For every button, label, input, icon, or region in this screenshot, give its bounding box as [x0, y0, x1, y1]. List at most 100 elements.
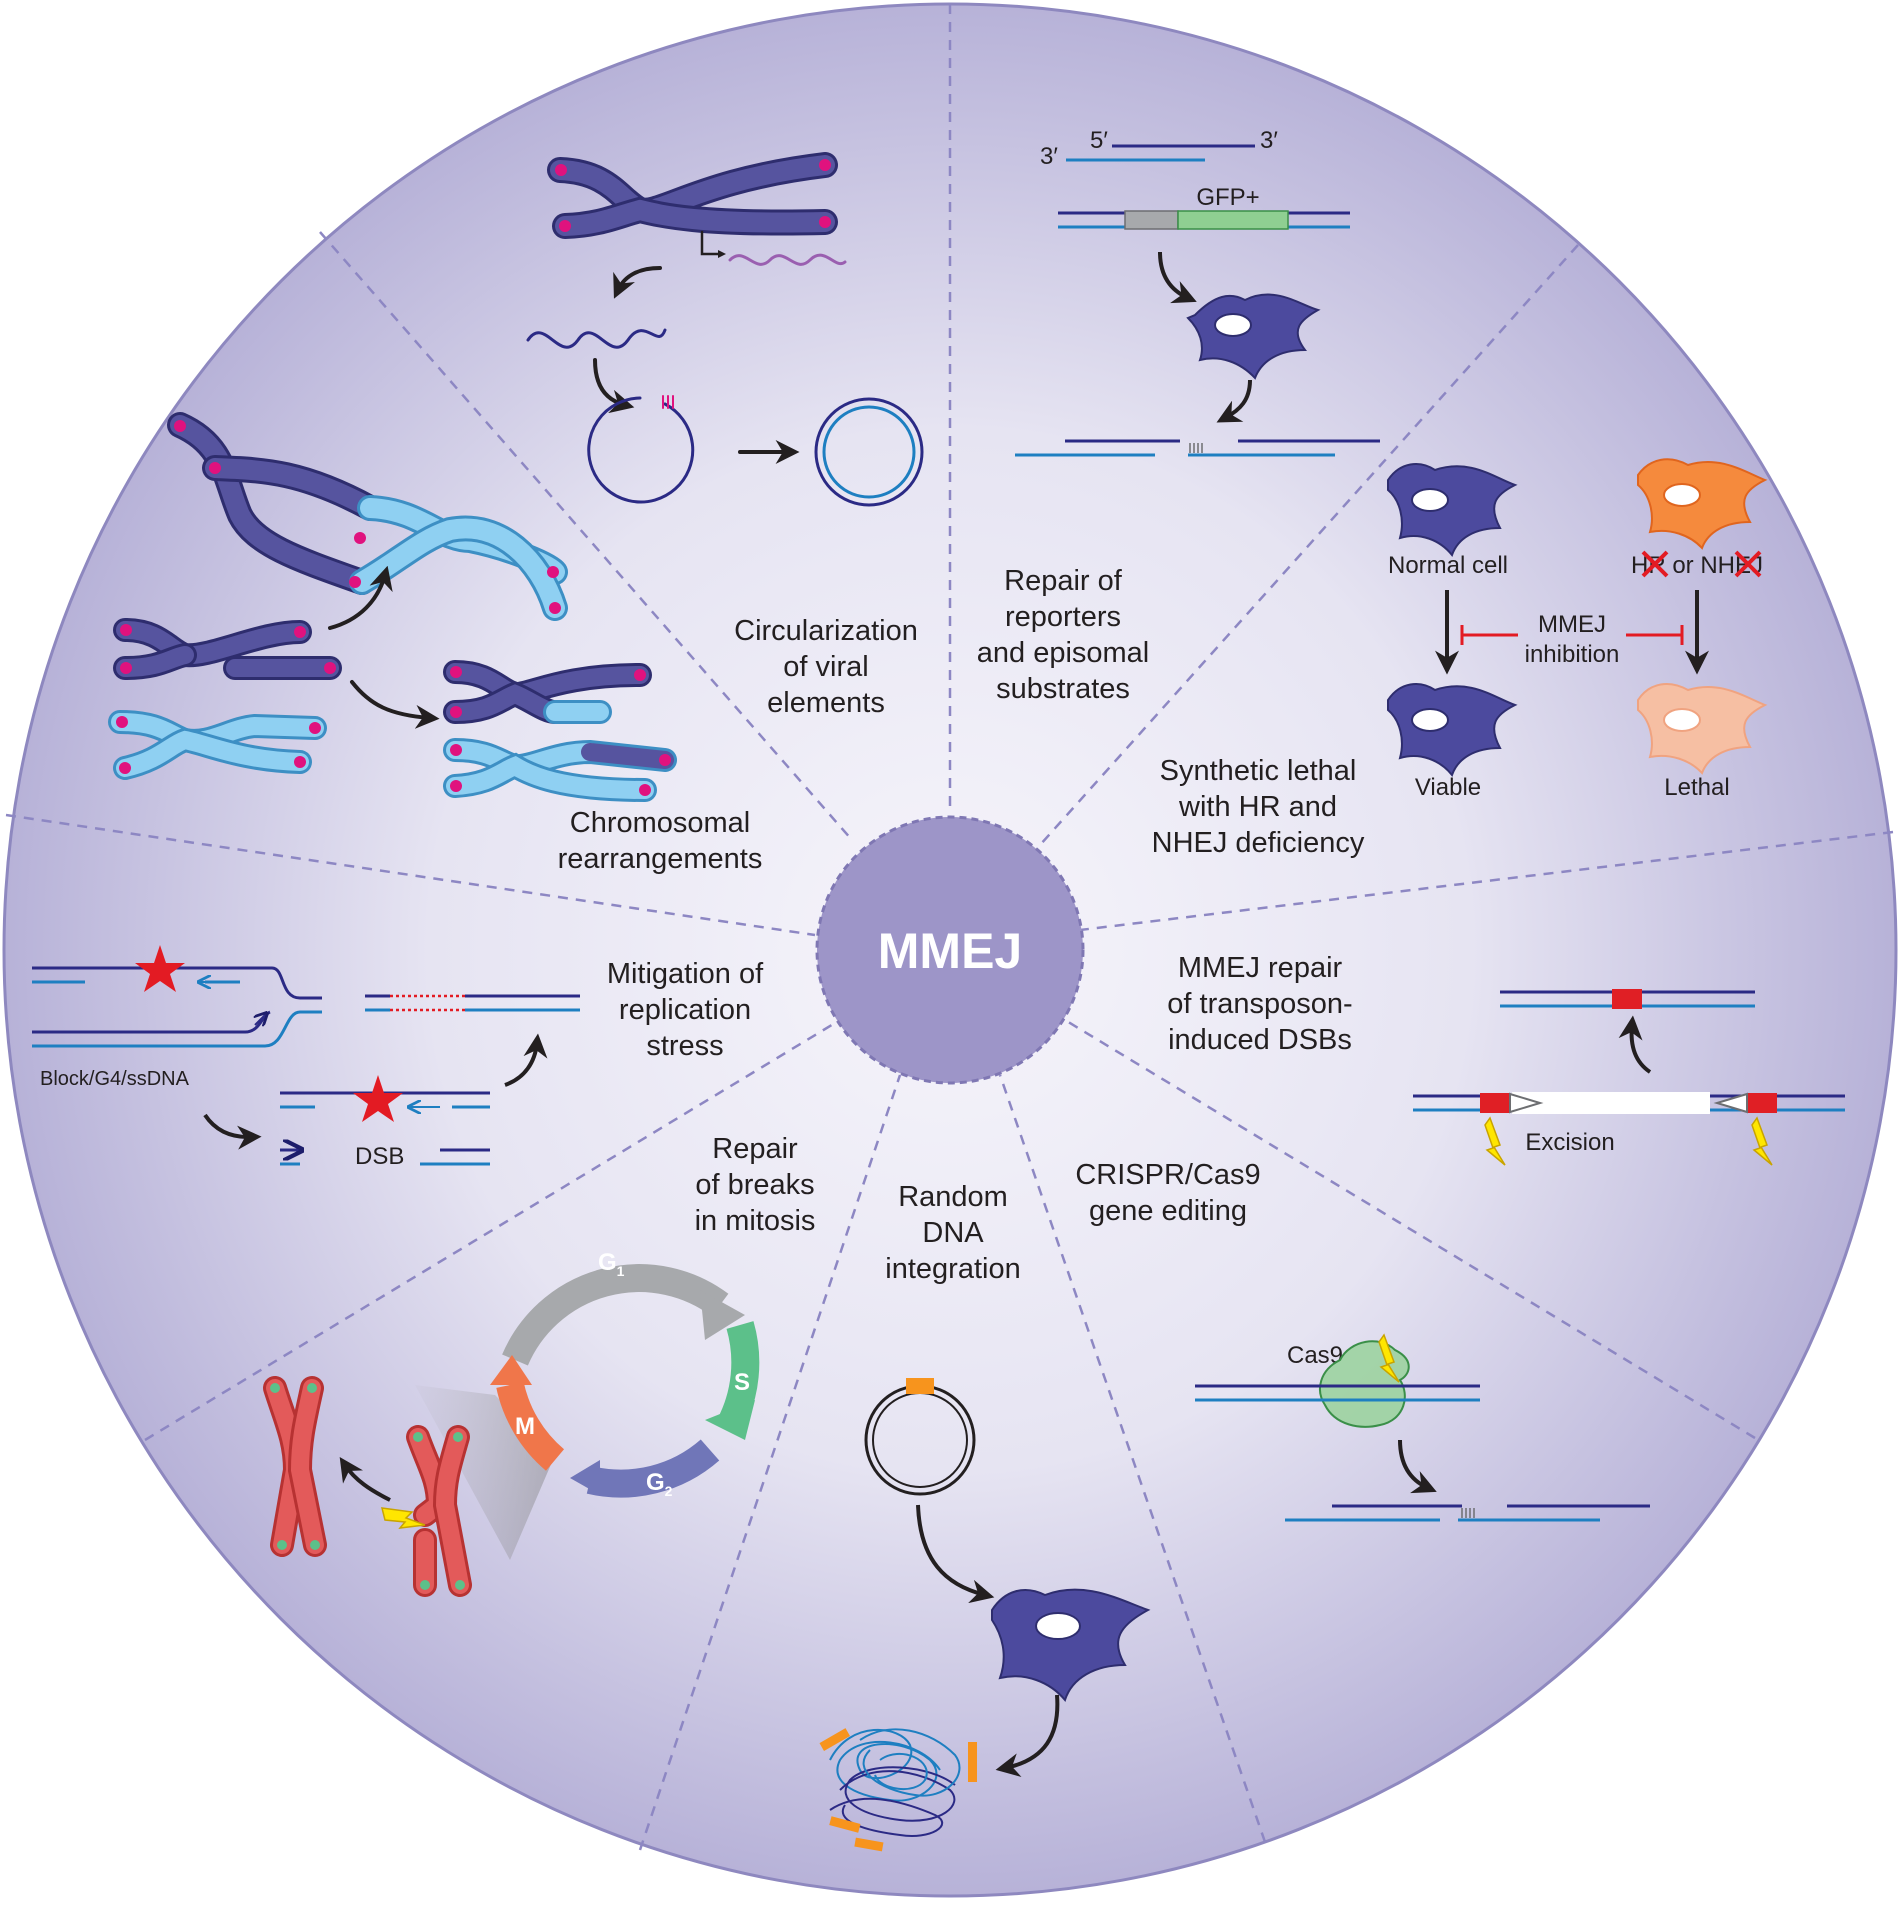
open-circle [587, 396, 695, 504]
svg-text:CRISPR/Cas9: CRISPR/Cas9 [1075, 1159, 1260, 1191]
transposon-illustration: Excision [1413, 989, 1845, 1166]
replication-stress-illustration: Block/G4/ssDNA DSB [32, 945, 580, 1170]
hr-nhej-label: HR or NHEJ [1631, 552, 1763, 579]
deficient-cell [1637, 458, 1768, 550]
divider-upper-left [319, 231, 853, 841]
svg-text:rearrangements: rearrangements [558, 843, 763, 875]
arrow-up-right [328, 565, 393, 630]
svg-text:Excision: Excision [1525, 1129, 1614, 1156]
svg-text:replication: replication [619, 994, 751, 1026]
svg-text:in mitosis: in mitosis [695, 1205, 816, 1237]
excised-gap [1512, 1092, 1710, 1114]
svg-text:NHEJ deficiency: NHEJ deficiency [1152, 827, 1365, 859]
svg-text:of transposon-: of transposon- [1167, 988, 1352, 1020]
divider-lower-left [144, 1018, 841, 1442]
svg-text:MMEJ repair: MMEJ repair [1178, 952, 1343, 984]
mitosis-illustration: G1 S G2 M [263, 1249, 760, 1597]
lethal-cell [1637, 683, 1768, 775]
hub-circle [815, 815, 1085, 1085]
sector-label-mitosis: Repair of breaks in mitosis [695, 1133, 816, 1237]
random-integration-illustration [819, 1378, 1151, 1852]
result-chromosome-2 [443, 738, 677, 802]
svg-text:and episomal: and episomal [977, 637, 1150, 669]
promoter-mark [700, 230, 724, 256]
svg-text:Mitigation of: Mitigation of [607, 958, 764, 990]
dark-chromosome-small [113, 618, 342, 680]
g1-arc [502, 1264, 729, 1366]
svg-text:inhibition: inhibition [1525, 641, 1620, 668]
svg-text:with HR and: with HR and [1178, 791, 1337, 823]
light-chromosome-large [349, 495, 568, 621]
sector-label-reporters: Repair of reporters and episomal substra… [977, 565, 1150, 705]
arrow-to-wave [613, 266, 662, 299]
svg-text:Chromosomal: Chromosomal [570, 807, 751, 839]
svg-text:GFP+: GFP+ [1196, 184, 1259, 211]
divider-upper-right [1039, 244, 1579, 846]
svg-text:MMEJ: MMEJ [1538, 611, 1606, 638]
closed-ring-outer [814, 397, 924, 507]
closed-ring-inner [822, 405, 916, 499]
viral-transcript [728, 253, 847, 266]
red-star-icon [135, 945, 185, 992]
red-star-icon-2 [353, 1075, 403, 1122]
svg-text:of breaks: of breaks [695, 1169, 814, 1201]
light-chromosome-small [108, 710, 327, 780]
svg-text:reporters: reporters [1005, 601, 1121, 633]
svg-text:3′: 3′ [1260, 127, 1278, 154]
orange-tags [819, 1728, 977, 1852]
cas9-lightning-icon [1378, 1333, 1400, 1383]
svg-text:Repair of: Repair of [1004, 565, 1123, 597]
svg-text:Circularization: Circularization [734, 615, 918, 647]
result-chromosome-1 [443, 660, 652, 724]
sector-dividers [5, 4, 1894, 1851]
dsb-label: DSB [355, 1143, 404, 1170]
m-arc [496, 1381, 565, 1471]
block-label: Block/G4/ssDNA [40, 1068, 190, 1090]
g2-arc [586, 1439, 720, 1498]
mitotic-chromosome-repaired [263, 1376, 327, 1557]
svg-text:integration: integration [885, 1253, 1020, 1285]
sector-label-transposon: MMEJ repair of transposon- induced DSBs [1167, 952, 1352, 1056]
viable-cell [1387, 683, 1518, 778]
svg-text:3′: 3′ [1040, 143, 1058, 170]
sector-label-synthetic: Synthetic lethal with HR and NHEJ defici… [1152, 755, 1365, 859]
sector-label-viral: Circularization of viral elements [734, 615, 918, 719]
sector-label-chromosomal: Chromosomal rearrangements [558, 807, 763, 875]
chromosomal-rearrangement-illustration [108, 412, 677, 802]
mitotic-chromosome-broken [406, 1425, 472, 1597]
svg-text:stress: stress [646, 1030, 723, 1062]
sector-label-replication: Mitigation of replication stress [607, 958, 764, 1062]
lightning-icon-right [1751, 1116, 1773, 1166]
normal-cell [1387, 463, 1518, 558]
svg-text:Random: Random [898, 1181, 1008, 1213]
svg-text:5′: 5′ [1090, 127, 1108, 154]
dark-chromosome-large [167, 412, 383, 595]
inhibition-bars [1460, 625, 1684, 645]
telomeres [116, 420, 671, 796]
sector-label-crispr: CRISPR/Cas9 gene editing [1075, 1159, 1260, 1227]
divider-bottom-right [998, 1074, 1267, 1843]
normal-cell-label: Normal cell [1388, 552, 1508, 579]
reporter-illustration: 3′ 5′ 3′ GFP+ [1015, 127, 1380, 457]
svg-text:Repair: Repair [712, 1133, 798, 1165]
sector-label-random: Random DNA integration [885, 1181, 1020, 1285]
viral-dna-wave [526, 328, 667, 349]
svg-text:DNA: DNA [922, 1217, 984, 1249]
divider-lower-right [1064, 1018, 1756, 1440]
svg-text:Synthetic lethal: Synthetic lethal [1160, 755, 1357, 787]
gfp-segment [1177, 210, 1289, 230]
svg-text:Lethal: Lethal [1664, 774, 1729, 801]
g1-label: G1 [598, 1249, 625, 1279]
svg-text:substrates: substrates [996, 673, 1130, 705]
synthetic-lethal-illustration: Normal cell HR or NHEJ MMEJ inhibition V… [1387, 458, 1768, 801]
viral-illustration [526, 152, 924, 507]
svg-text:Viable: Viable [1415, 774, 1481, 801]
svg-text:elements: elements [767, 687, 885, 719]
svg-text:gene editing: gene editing [1089, 1195, 1247, 1227]
g2-label: G2 [646, 1469, 673, 1499]
gray-segment [1124, 210, 1179, 230]
red-x-icon [1641, 550, 1762, 578]
svg-text:induced DSBs: induced DSBs [1168, 1024, 1352, 1056]
